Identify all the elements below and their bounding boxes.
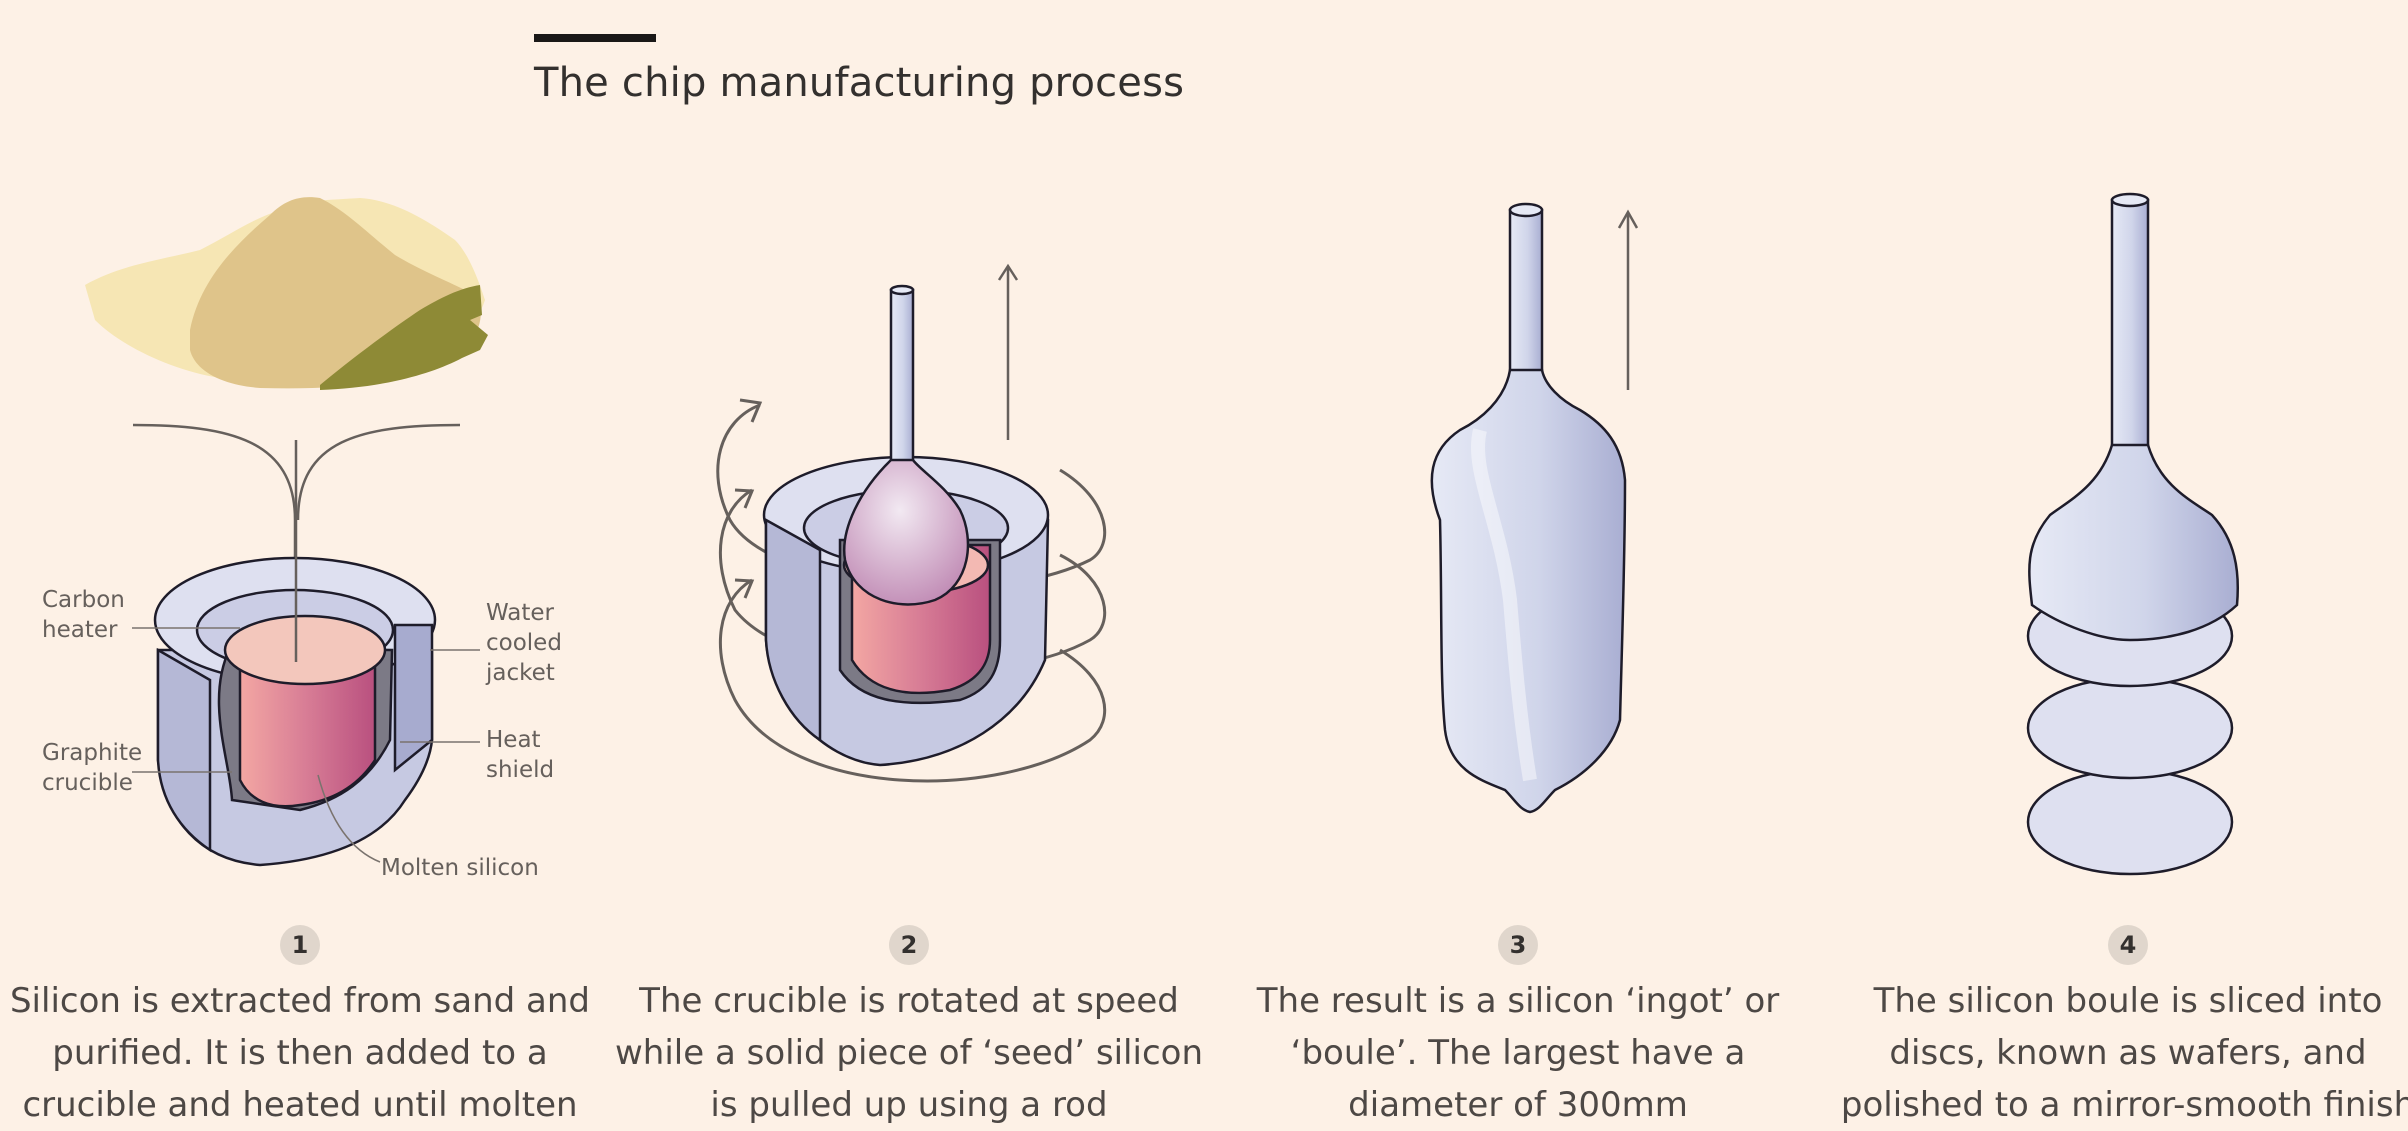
step-4: 4 The silicon boule is sliced into discs…: [1828, 925, 2408, 1131]
step-2: 2 The crucible is rotated at speed while…: [609, 925, 1209, 1131]
step-1: 1 Silicon is extracted from sand and pur…: [0, 925, 600, 1131]
step-4-description: The silicon boule is sliced into discs, …: [1840, 981, 2408, 1125]
step-2-description: The crucible is rotated at speed while a…: [614, 981, 1203, 1125]
step-3-description: The result is a silicon ‘ingot’ or ‘boul…: [1256, 981, 1780, 1125]
step-4-number: 4: [2108, 925, 2148, 965]
pull-arrow-3: [1617, 209, 1639, 390]
step-1-description: Silicon is extracted from sand and purif…: [9, 981, 591, 1125]
step-1-number: 1: [280, 925, 320, 965]
label-heat-shield: Heat shield: [486, 727, 555, 783]
sand-pile: [85, 197, 488, 390]
label-water-cooled-jacket: Water cooled jacket: [486, 600, 562, 686]
crucible-cutaway: [153, 556, 437, 867]
label-graphite-crucible: Graphite crucible: [42, 740, 143, 796]
silicon-ingot: [1430, 202, 1627, 814]
page-title: The chip manufacturing process: [534, 60, 1185, 106]
pull-arrow-2: [997, 263, 1019, 440]
label-leaders: [132, 627, 480, 863]
label-molten-silicon: Molten silicon: [381, 855, 539, 881]
step-3: 3 The result is a silicon ‘ingot’ or ‘bo…: [1218, 925, 1818, 1131]
step-2-number: 2: [889, 925, 929, 965]
step-3-number: 3: [1498, 925, 1538, 965]
sliced-boule: [2026, 192, 2240, 876]
label-carbon-heater: Carbon heater: [42, 587, 125, 643]
seed-rod: [842, 284, 970, 606]
title-rule: [534, 34, 656, 42]
